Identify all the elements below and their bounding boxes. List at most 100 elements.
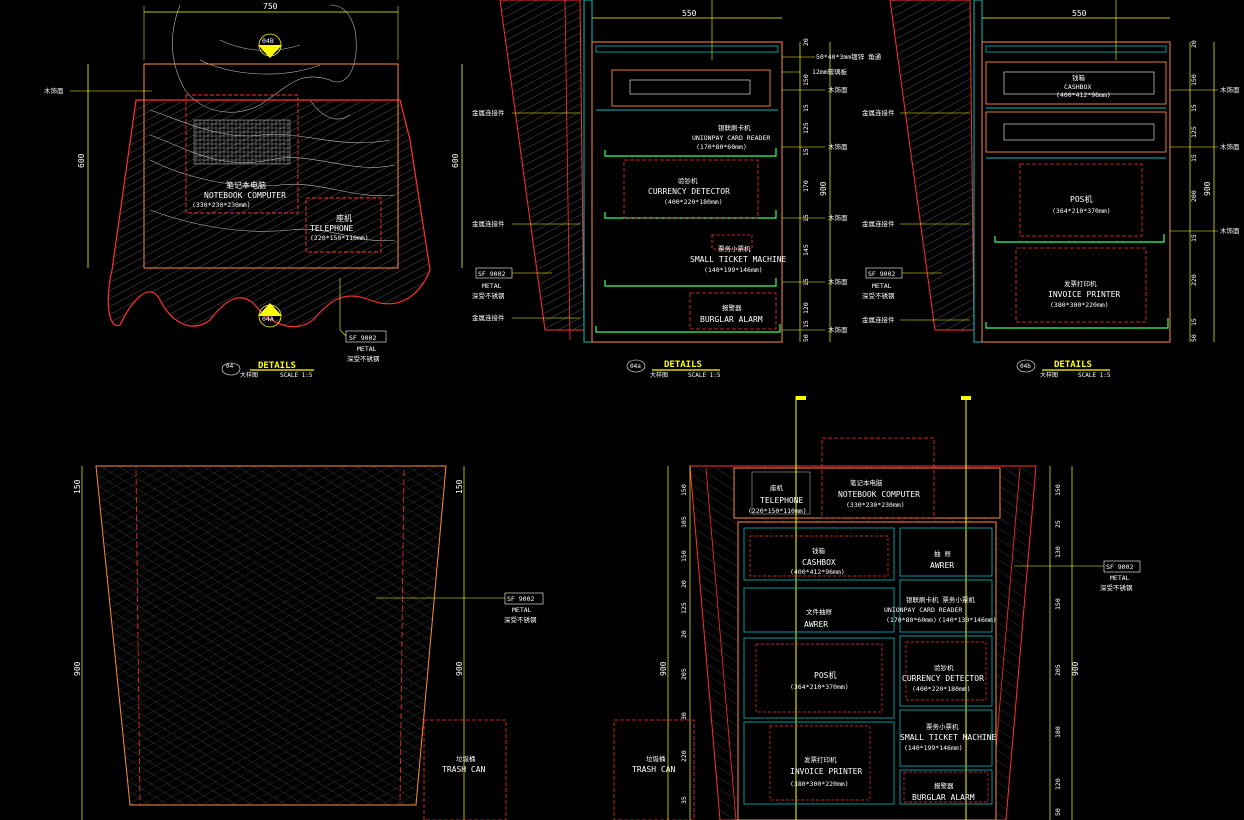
section-a-note-panel: 50*40*3mm镀锌 角通 bbox=[816, 52, 882, 61]
elevation-right-alarm bbox=[899, 769, 993, 805]
section-a-wood-5: 木饰面 bbox=[828, 325, 848, 334]
plan-notebook-cn: 笔记本电脑 bbox=[226, 180, 266, 190]
elevation-right-trash-box bbox=[613, 719, 695, 820]
section-a-title-cn: 大样图 bbox=[650, 371, 668, 379]
elevation-left: 150 900 150 900 SF 9002 METAL 深受不锈钢 垃圾桶 … bbox=[73, 465, 544, 820]
elevation-right-dimr-5: 205 bbox=[1054, 664, 1062, 676]
elevation-right-diml-2: 105 bbox=[680, 516, 688, 528]
section-b-scale: SCALE 1:5 bbox=[1078, 372, 1111, 379]
section-a-ticket-cn: 票务小票机 bbox=[718, 244, 751, 253]
elevation-right-detector-cn: 验钞机 bbox=[934, 663, 954, 672]
section-b-metal-part-2: 金属连接件 bbox=[862, 219, 895, 228]
elevation-left-trash-box bbox=[423, 719, 507, 820]
plan-notebook-size: (330*230*230mm) bbox=[192, 201, 251, 209]
plan-sf-code: SF 9002 bbox=[349, 334, 376, 342]
elevation-left-trash-en: TRASH CAN bbox=[442, 765, 486, 774]
section-a-cabinet bbox=[591, 41, 783, 343]
elevation-right-diml-9: 220 bbox=[680, 750, 688, 762]
section-b-sf-code: SF 9002 bbox=[868, 270, 895, 278]
section-b-dim-6: 200 bbox=[1190, 190, 1198, 202]
section-b-dim-5: 15 bbox=[1190, 154, 1198, 162]
elevation-right-trash-en: TRASH CAN bbox=[632, 765, 676, 774]
section-a-reader-en: UNIONPAY CARD READER bbox=[692, 134, 770, 142]
section-a-drawer bbox=[611, 69, 771, 107]
plan-dim-top: 750 bbox=[263, 2, 278, 11]
section-a-wall bbox=[499, 0, 585, 331]
plan-phone-size: (220*150*110mm) bbox=[310, 234, 369, 242]
plan-title-bubble bbox=[221, 362, 241, 376]
plan-phone-en: TELEPHONE bbox=[310, 224, 354, 233]
elevation-right-diml-4: 20 bbox=[680, 580, 688, 588]
plan-notebook-en: NOTEBOOK COMPUTER bbox=[204, 191, 286, 200]
plan-keyboard-grid bbox=[193, 119, 291, 165]
elevation-right-invoice bbox=[743, 721, 895, 805]
section-a: 900 20 150 15 125 15 170 15 145 15 120 1… bbox=[472, 0, 882, 379]
elevation-left-metal-cn: 深受不锈钢 bbox=[504, 615, 537, 624]
section-b-dim-1: 20 bbox=[1190, 40, 1198, 48]
section-b-dim-7: 15 bbox=[1190, 234, 1198, 242]
elevation-right-invoice-en: INVOICE PRINTER bbox=[790, 767, 862, 776]
elevation-right-diml-1: 150 bbox=[680, 484, 688, 496]
plan-tag-bottom-arrow bbox=[258, 303, 282, 316]
elevation-right-dim-main-r: 900 bbox=[1071, 661, 1080, 676]
elevation-right-ticket-en: SMALL TICKET MACHINE bbox=[900, 733, 997, 742]
elevation-right-cashbox-size: (400*412*96mm) bbox=[790, 568, 845, 576]
section-b-dim-10: 50 bbox=[1190, 334, 1198, 342]
elevation-right-reader-size: (170*80*60mm) bbox=[886, 616, 937, 624]
elevation-right-drawer bbox=[743, 587, 895, 633]
elevation-right-dimr-2: 25 bbox=[1054, 520, 1062, 528]
section-a-note-glass: 12mm玻璃板 bbox=[812, 67, 848, 76]
section-b-pos-box bbox=[1019, 163, 1143, 237]
elevation-right-trash-cn: 垃圾桶 bbox=[646, 754, 666, 763]
elevation-right-ticket-size-top: (140*130*146mm) bbox=[938, 616, 997, 624]
section-a-dim-3: 15 bbox=[802, 104, 810, 112]
section-a-title: DETAILS bbox=[664, 360, 702, 370]
section-a-dim-4: 125 bbox=[802, 122, 810, 134]
section-b-invoice-size: (380*300*220mm) bbox=[1050, 301, 1109, 309]
plan-notebook-box bbox=[185, 94, 299, 214]
section-b-dim-top: 550 bbox=[1072, 9, 1087, 18]
section-b-cashbox-cn: 钱箱 bbox=[1072, 73, 1086, 82]
section-b-invoice-en: INVOICE PRINTER bbox=[1048, 290, 1120, 299]
plan-dim-left: 600 bbox=[77, 153, 86, 168]
section-b-metal-cn: 深受不锈钢 bbox=[862, 291, 895, 300]
section-a-ticket-size: (140*199*146mm) bbox=[704, 266, 763, 274]
plan-title-cn: 大样图 bbox=[240, 371, 258, 379]
elevation-right-dimr-1: 150 bbox=[1054, 484, 1062, 496]
elevation-right-cashbox bbox=[743, 527, 895, 581]
section-a-dim-10: 120 bbox=[802, 302, 810, 314]
section-a-detector-size: (400*220*180mm) bbox=[664, 198, 723, 206]
section-b-invoice-cn: 发票打印机 bbox=[1064, 279, 1097, 288]
elevation-right-ticket bbox=[899, 709, 993, 767]
elevation-right-sf-box bbox=[1103, 560, 1141, 573]
elevation-right-reader-en: UNIONPAY CARD READER bbox=[884, 606, 962, 614]
plan-wood-label: 木饰面 bbox=[44, 86, 64, 95]
elevation-right-dimr-8: 50 bbox=[1054, 808, 1062, 816]
elevation-right-drawer-en: AWRER bbox=[804, 620, 828, 629]
section-a-detector-en: CURRENCY DETECTOR bbox=[648, 187, 730, 196]
elevation-left-dim-main-l: 900 bbox=[73, 661, 82, 676]
section-a-detector-box bbox=[623, 159, 759, 219]
elevation-right-awrer bbox=[899, 527, 993, 577]
elevation-right-dimr-7: 120 bbox=[1054, 778, 1062, 790]
plan-scale: SCALE 1:5 bbox=[280, 372, 313, 379]
section-a-detector-cn: 验钞机 bbox=[678, 176, 698, 185]
elevation-left-dim-main-r: 900 bbox=[455, 661, 464, 676]
elevation-right-diml-5: 125 bbox=[680, 602, 688, 614]
plan-title-num: 04 bbox=[226, 363, 234, 370]
elevation-right-notebook-cn: 笔记本电脑 bbox=[850, 478, 883, 487]
elevation-right-phone-box bbox=[751, 471, 811, 515]
elevation-right-sf-code: SF 9002 bbox=[1106, 563, 1133, 571]
section-b-dim-2: 150 bbox=[1190, 74, 1198, 86]
section-a-dim-1: 20 bbox=[802, 38, 810, 46]
section-a-panel bbox=[583, 0, 593, 343]
section-b-drawer-2 bbox=[985, 111, 1167, 153]
section-b-wood-1: 木饰面 bbox=[1220, 85, 1240, 94]
section-b-sf-box bbox=[865, 267, 903, 279]
section-b-title-cn: 大样图 bbox=[1040, 371, 1058, 379]
elevation-right-detector-en: CURRENCY DETECTOR bbox=[902, 674, 984, 683]
section-b-wall bbox=[889, 0, 975, 331]
section-b-cashbox-size: (400*412*96mm) bbox=[1056, 91, 1111, 99]
elevation-right-top-shelf bbox=[733, 467, 1001, 519]
